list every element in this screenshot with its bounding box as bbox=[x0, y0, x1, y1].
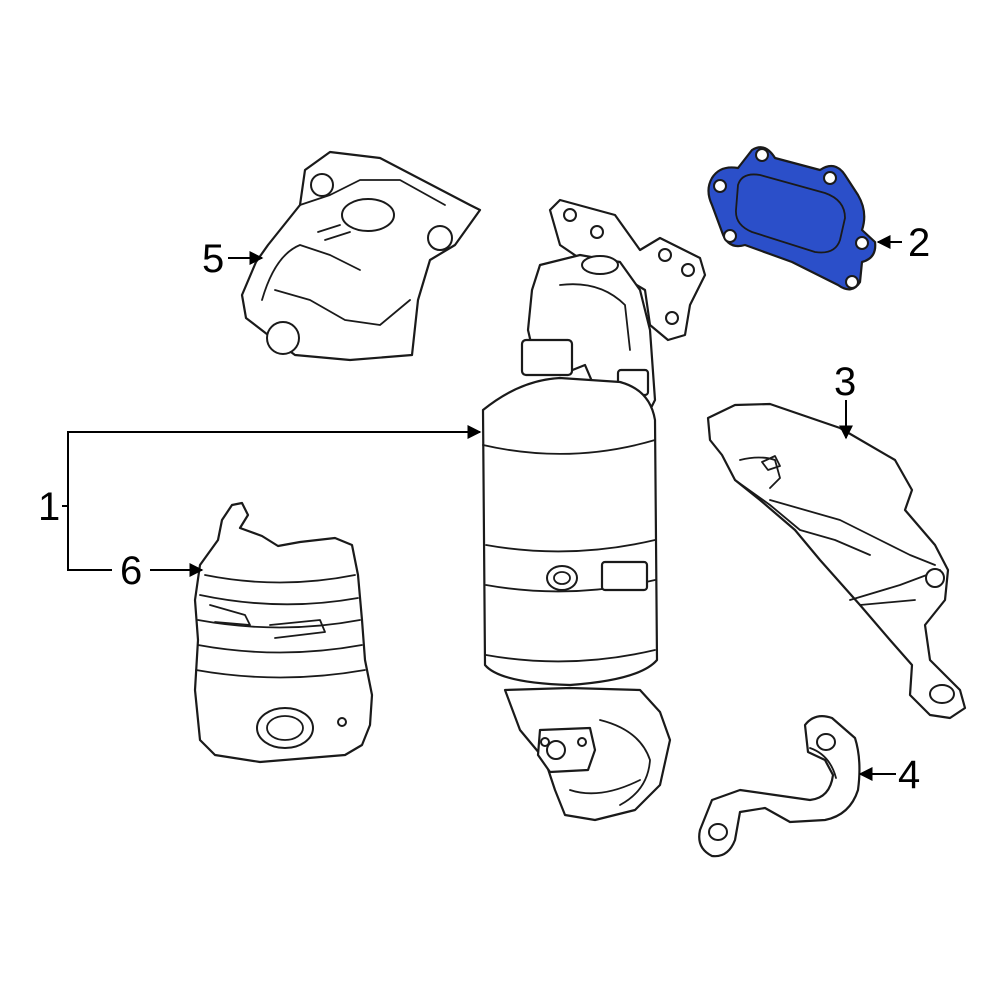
callout-4: 4 bbox=[898, 753, 920, 797]
callout-1: 1 bbox=[38, 485, 60, 529]
leader-1-bracket bbox=[62, 425, 482, 507]
callout-2: 2 bbox=[908, 221, 930, 265]
leader-lines bbox=[62, 235, 902, 781]
part-4-bracket[interactable] bbox=[698, 715, 861, 858]
leader-1-to-6 bbox=[67, 506, 112, 571]
part-3-side-heat-shield[interactable] bbox=[706, 402, 967, 720]
callout-5: 5 bbox=[202, 237, 224, 281]
part-2-gasket-highlighted[interactable] bbox=[707, 146, 877, 291]
callout-6: 6 bbox=[120, 549, 142, 593]
part-5-upper-heat-shield[interactable] bbox=[240, 150, 482, 362]
part-6-lower-heat-shield[interactable] bbox=[193, 501, 374, 764]
callout-3: 3 bbox=[834, 360, 856, 404]
part-1-catalytic-converter[interactable] bbox=[481, 198, 707, 822]
